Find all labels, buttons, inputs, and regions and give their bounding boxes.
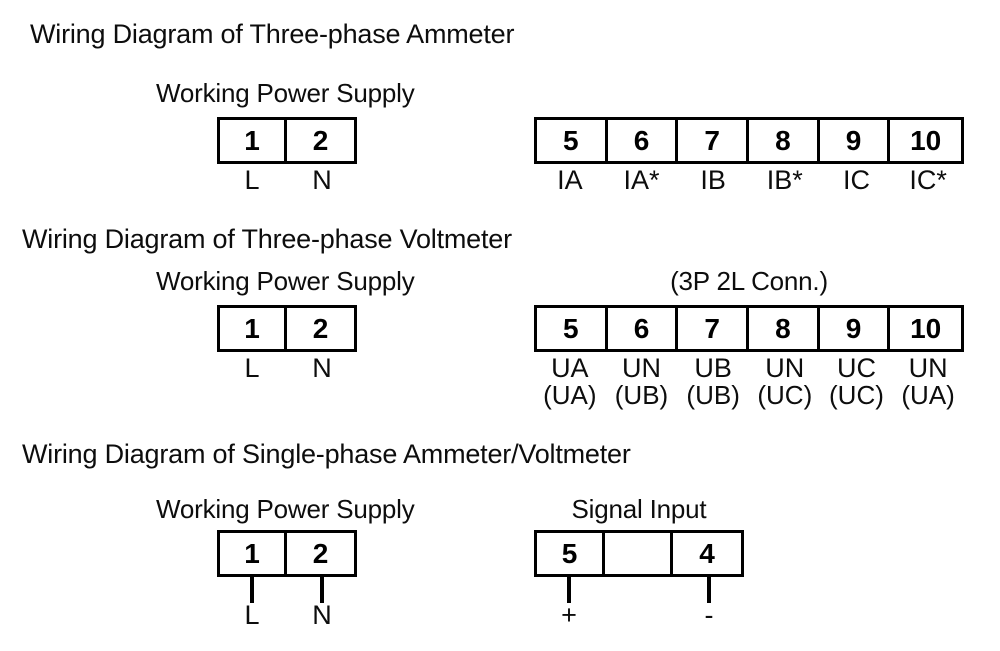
terminal-cell-5: 5 — [537, 308, 608, 349]
terminal-block-power-supply-voltmeter: 1 2 — [217, 305, 357, 352]
terminal-cell-1: 1 — [220, 533, 288, 574]
terminal-sublabel-UB: (UB) — [614, 380, 669, 411]
terminal-label-IA: IA — [557, 165, 583, 195]
lead-line-L — [250, 577, 254, 603]
terminal-labels-voltage-input: UA (UA) UN (UB) UB (UB) UN (UC) UC (UC) … — [534, 354, 964, 410]
terminal-cell-2: 2 — [312, 537, 329, 569]
terminal-block-voltage-input: 5 6 7 8 9 10 — [534, 305, 964, 352]
terminal-labels-current-input: IA IA* IB IB* IC IC* — [534, 165, 964, 195]
terminal-label-blank — [604, 601, 674, 629]
group-caption-signal-input: Signal Input — [571, 494, 707, 524]
group-caption-power-supply-voltmeter: Working Power Supply — [156, 266, 415, 296]
terminal-label-UN-3: UN — [908, 353, 948, 383]
terminal-sublabel-UC: (UC) — [757, 380, 813, 411]
terminal-block-current-input: 5 6 7 8 9 10 — [534, 117, 964, 164]
terminal-label-N: N — [312, 600, 332, 630]
terminal-label-group-6: UN (UB) — [606, 354, 678, 410]
terminal-label-IC-star: IC* — [909, 165, 947, 195]
terminal-cell-7: 7 — [678, 120, 750, 161]
terminal-sublabel-UA-2: (UA) — [901, 380, 955, 411]
lead-line-positive — [567, 577, 571, 603]
group-caption-voltage-input: (3P 2L Conn.) — [670, 266, 828, 296]
terminal-sublabel-UB-2: (UB) — [686, 380, 740, 411]
terminal-cell-6: 6 — [608, 308, 679, 349]
terminal-cell-2: 2 — [312, 124, 329, 156]
terminal-cell-10: 10 — [910, 312, 942, 344]
terminal-label-IA-star: IA* — [623, 165, 660, 195]
terminal-label-group-10: UN (UA) — [892, 354, 964, 410]
terminal-cell-1: 1 — [220, 308, 288, 349]
terminal-label-group-9: UC (UC) — [821, 354, 893, 410]
terminal-label-UB: UB — [694, 353, 732, 383]
terminal-label-group-8: UN (UC) — [749, 354, 821, 410]
terminal-cell-9: 9 — [820, 308, 891, 349]
terminal-labels-power-supply-single: L N — [217, 600, 357, 630]
terminal-block-power-supply-single: 1 2 — [217, 530, 357, 577]
terminal-cell-8: 8 — [749, 308, 820, 349]
lead-line-N — [320, 577, 324, 603]
section-title-single-phase: Wiring Diagram of Single-phase Ammeter/V… — [22, 439, 631, 469]
terminal-cell-4: 4 — [699, 537, 715, 569]
terminal-cell-1: 1 — [220, 120, 288, 161]
terminal-block-signal-input: 5 4 — [534, 530, 744, 577]
section-title-three-phase-ammeter: Wiring Diagram of Three-phase Ammeter — [30, 19, 515, 49]
terminal-cell-8: 8 — [749, 120, 820, 161]
terminal-cell-7: 7 — [678, 308, 750, 349]
terminal-cell-9: 9 — [820, 120, 891, 161]
terminal-label-L: L — [244, 165, 260, 195]
terminal-labels-power-supply-ammeter: L N — [217, 165, 357, 195]
terminal-cell-5: 5 — [537, 533, 606, 574]
terminal-sublabel-UC-2: (UC) — [829, 380, 884, 411]
group-caption-power-supply-ammeter: Working Power Supply — [156, 78, 415, 108]
terminal-label-UN: UN — [621, 353, 661, 383]
section-title-three-phase-voltmeter: Wiring Diagram of Three-phase Voltmeter — [22, 224, 512, 254]
terminal-label-UC: UC — [836, 353, 876, 383]
terminal-cell-5: 5 — [537, 120, 608, 161]
terminal-label-group-7: UB (UB) — [677, 354, 749, 410]
terminal-label-group-5: UA (UA) — [534, 354, 606, 410]
terminal-sublabel-UA: (UA) — [543, 380, 597, 411]
terminal-label-N: N — [312, 353, 332, 383]
terminal-label-N: N — [312, 165, 332, 195]
terminal-label-positive: + — [561, 600, 577, 630]
terminal-labels-power-supply-voltmeter: L N — [217, 353, 357, 383]
terminal-cell-2: 2 — [312, 312, 329, 344]
lead-line-negative — [707, 577, 711, 603]
terminal-labels-signal-input: + - — [534, 600, 744, 630]
terminal-block-power-supply-ammeter: 1 2 — [217, 117, 357, 164]
terminal-label-negative: - — [704, 600, 714, 630]
terminal-label-L: L — [244, 600, 260, 630]
terminal-label-IB: IB — [700, 165, 726, 195]
terminal-label-UN-2: UN — [765, 353, 805, 383]
terminal-cell-empty — [605, 533, 674, 574]
terminal-label-IC: IC — [842, 165, 870, 195]
terminal-cell-6: 6 — [608, 120, 679, 161]
group-caption-power-supply-single: Working Power Supply — [156, 494, 415, 524]
terminal-cell-10: 10 — [910, 124, 942, 156]
terminal-label-IB-star: IB* — [766, 165, 803, 195]
terminal-label-L: L — [244, 353, 260, 383]
terminal-label-UA: UA — [551, 353, 589, 383]
